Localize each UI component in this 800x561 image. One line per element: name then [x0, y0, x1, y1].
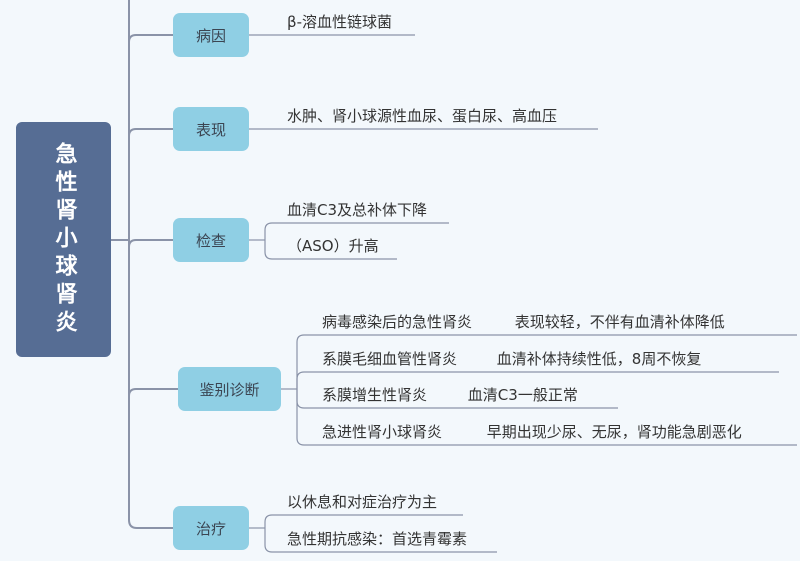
branch-treatment[interactable]: 治疗	[173, 506, 249, 550]
leaf-text: 急性期抗感染：首选青霉素	[287, 530, 468, 548]
leaf-text: 血清C3及总补体下降	[287, 201, 428, 219]
branch-manifestation[interactable]: 表现	[173, 107, 249, 151]
leaf-treatment-1[interactable]: 急性期抗感染：首选青霉素	[287, 528, 467, 549]
leaf-text: 病毒感染后的急性肾炎	[322, 313, 473, 331]
leaf-text: （ASO）升高	[287, 237, 379, 255]
leaf-differential-0[interactable]: 病毒感染后的急性肾炎 表现较轻，不伴有血清补体降低	[322, 311, 725, 332]
branch-label: 病因	[195, 26, 226, 45]
branch-etiology[interactable]: 病因	[173, 13, 249, 57]
branch-label: 表现	[195, 120, 226, 139]
branch-label: 治疗	[195, 519, 226, 538]
leaf-detail: 早期出现少尿、无尿，肾功能急剧恶化	[486, 423, 742, 441]
root-node[interactable]: 急性肾小球肾炎	[16, 122, 111, 357]
leaf-text: β-溶血性链球菌	[287, 13, 392, 31]
leaf-examination-0[interactable]: 血清C3及总补体下降	[287, 199, 427, 220]
branch-differential-diagnosis[interactable]: 鉴别诊断	[178, 367, 281, 411]
leaf-manifestation-0[interactable]: 水肿、肾小球源性血尿、蛋白尿、高血压	[287, 105, 557, 126]
branch-label: 鉴别诊断	[199, 380, 260, 399]
leaf-detail: 表现较轻，不伴有血清补体降低	[514, 313, 725, 331]
leaf-detail: 血清C3一般正常	[467, 386, 578, 404]
leaf-detail: 血清补体持续性低，8周不恢复	[496, 350, 702, 368]
leaf-text: 系膜增生性肾炎	[322, 386, 428, 404]
leaf-text: 水肿、肾小球源性血尿、蛋白尿、高血压	[287, 107, 558, 125]
leaf-text: 以休息和对症治疗为主	[287, 493, 438, 511]
leaf-differential-3[interactable]: 急进性肾小球肾炎 早期出现少尿、无尿，肾功能急剧恶化	[322, 421, 742, 442]
root-label: 急性肾小球肾炎	[51, 141, 77, 338]
leaf-text: 急进性肾小球肾炎	[322, 423, 443, 441]
leaf-treatment-0[interactable]: 以休息和对症治疗为主	[287, 491, 437, 512]
leaf-differential-2[interactable]: 系膜增生性肾炎 血清C3一般正常	[322, 384, 578, 405]
leaf-differential-1[interactable]: 系膜毛细血管性肾炎 血清补体持续性低，8周不恢复	[322, 348, 701, 369]
leaf-etiology-0[interactable]: β-溶血性链球菌	[287, 11, 392, 32]
branch-examination[interactable]: 检查	[173, 218, 249, 262]
branch-label: 检查	[195, 231, 226, 250]
leaf-text: 系膜毛细血管性肾炎	[322, 350, 458, 368]
leaf-examination-1[interactable]: （ASO）升高	[287, 235, 379, 256]
